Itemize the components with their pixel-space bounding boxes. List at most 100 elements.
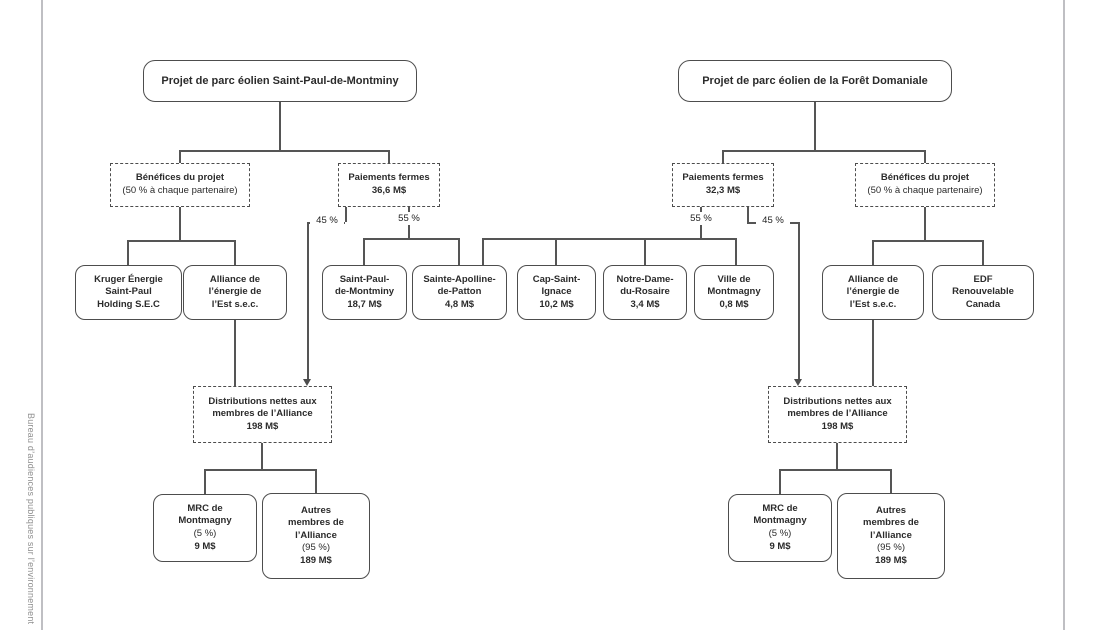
connector [836,441,838,469]
node-distributions-left: Distributions nettes aux membres de l’Al… [193,386,332,443]
pct-label-45-right: 45 % [756,214,790,227]
node-line: membres de l’Alliance [787,408,888,420]
connector [345,205,347,222]
node-pct: (5 %) [768,528,792,539]
node-line: Sainte-Apolline- [423,273,496,285]
connector [234,318,236,386]
node-amount: 18,7 M$ [347,298,382,310]
node-line: Canada [965,298,1001,310]
connector [735,238,737,265]
node-line: l’énergie de [846,286,900,298]
pct-label-55-left: 55 % [393,212,425,225]
page-edge-left [41,0,43,630]
node-pct: (5 %) [193,528,217,539]
node-line: Alliance de [209,273,261,285]
page-edge-right [1063,0,1065,630]
node-amount: 32,3 M$ [705,185,741,196]
node-line: Distributions nettes aux [208,395,317,407]
node-edf-renouvelable: EDF Renouvelable Canada [932,265,1034,320]
connector [872,240,874,265]
pct-label-55-right: 55 % [685,212,717,225]
node-line: Holding S.E.C [97,298,160,310]
node-amount: 198 M$ [246,420,279,432]
node-line: EDF [973,273,993,285]
connector [179,150,388,152]
connector [814,100,816,150]
node-municipality-cap-saint-ignace: Cap-Saint- Ignace 10,2 M$ [517,265,596,320]
node-line: membres de l’Alliance [212,408,313,420]
connector [179,150,181,163]
node-amount: 4,8 M$ [444,298,475,310]
connector [363,238,458,240]
connector [204,469,315,471]
node-alliance-right: Alliance de l’énergie de l’Est s.e.c. [822,265,924,320]
connector [204,469,206,494]
node-project-saint-paul: Projet de parc éolien Saint-Paul-de-Mont… [143,60,417,102]
connector [747,205,749,222]
connector [127,240,234,242]
node-line: Cap-Saint- [532,273,581,285]
node-line: Autres [875,504,907,516]
connector [722,150,924,152]
node-firm-payments-right: Paiements fermes 32,3 M$ [672,163,774,207]
node-line: l’énergie de [208,286,262,298]
node-title: Paiements fermes [348,172,430,184]
node-amount: 36,6 M$ [371,185,407,196]
node-distributions-right: Distributions nettes aux membres de l’Al… [768,386,907,443]
node-amount: 189 M$ [300,554,332,566]
node-amount: 9 M$ [769,540,791,552]
connector [458,238,460,265]
node-line: Kruger Énergie [94,273,163,285]
node-note: (50 % à chaque partenaire) [867,185,983,196]
node-municipality-notre-dame-du-rosaire: Notre-Dame- du-Rosaire 3,4 M$ [603,265,687,320]
connector [722,150,724,163]
connector [315,469,317,493]
connector [924,205,926,240]
node-line: Montmagny [178,515,232,527]
node-pct: (95 %) [302,542,330,554]
connector [363,238,365,265]
node-line: Alliance de [847,273,899,285]
connector [872,240,982,242]
connector [261,441,263,469]
node-label: Projet de parc éolien de la Forêt Domani… [702,74,928,87]
node-municipality-ville-de-montmagny: Ville de Montmagny 0,8 M$ [694,265,774,320]
node-note: (50 % à chaque partenaire) [122,185,238,196]
node-benefits-right: Bénéfices du projet (50 % à chaque parte… [855,163,995,207]
node-project-foret-domaniale: Projet de parc éolien de la Forêt Domani… [678,60,952,102]
pct-label-45-left: 45 % [310,214,344,227]
node-line: de-Patton [437,286,482,298]
connector [779,469,890,471]
connector [555,238,557,265]
node-municipality-sainte-apolline: Sainte-Apolline- de-Patton 4,8 M$ [412,265,507,320]
node-line: Montmagny [707,286,761,298]
node-title: Bénéfices du projet [880,172,970,184]
node-mrc-montmagny-left: MRC de Montmagny (5 %) 9 M$ [153,494,257,562]
node-line: l’Est s.e.c. [849,298,897,310]
node-line: MRC de [762,502,798,514]
connector [127,240,129,265]
node-line: membres de [863,517,919,529]
node-line: Renouvelable [952,286,1014,298]
node-line: Notre-Dame- [616,273,674,285]
connector [982,240,984,265]
connector [388,150,390,163]
connector [307,222,309,379]
node-title: Bénéfices du projet [135,172,225,184]
node-line: l’Est s.e.c. [211,298,259,310]
connector [179,205,181,240]
node-line: Autres [300,504,332,516]
connector [644,238,646,265]
node-municipality-saint-paul-de-montminy: Saint-Paul- de-Montminy 18,7 M$ [322,265,407,320]
connector [482,238,735,240]
node-mrc-montmagny-right: MRC de Montmagny (5 %) 9 M$ [728,494,832,562]
node-amount: 0,8 M$ [719,298,749,310]
connector [872,318,874,386]
node-firm-payments-left: Paiements fermes 36,6 M$ [338,163,440,207]
node-amount: 3,4 M$ [630,298,660,310]
node-line: Saint-Paul- [339,273,390,285]
node-line: Montmagny [753,515,807,527]
node-amount: 189 M$ [875,554,907,566]
node-line: Distributions nettes aux [783,395,892,407]
node-alliance-left: Alliance de l’énergie de l’Est s.e.c. [183,265,287,320]
